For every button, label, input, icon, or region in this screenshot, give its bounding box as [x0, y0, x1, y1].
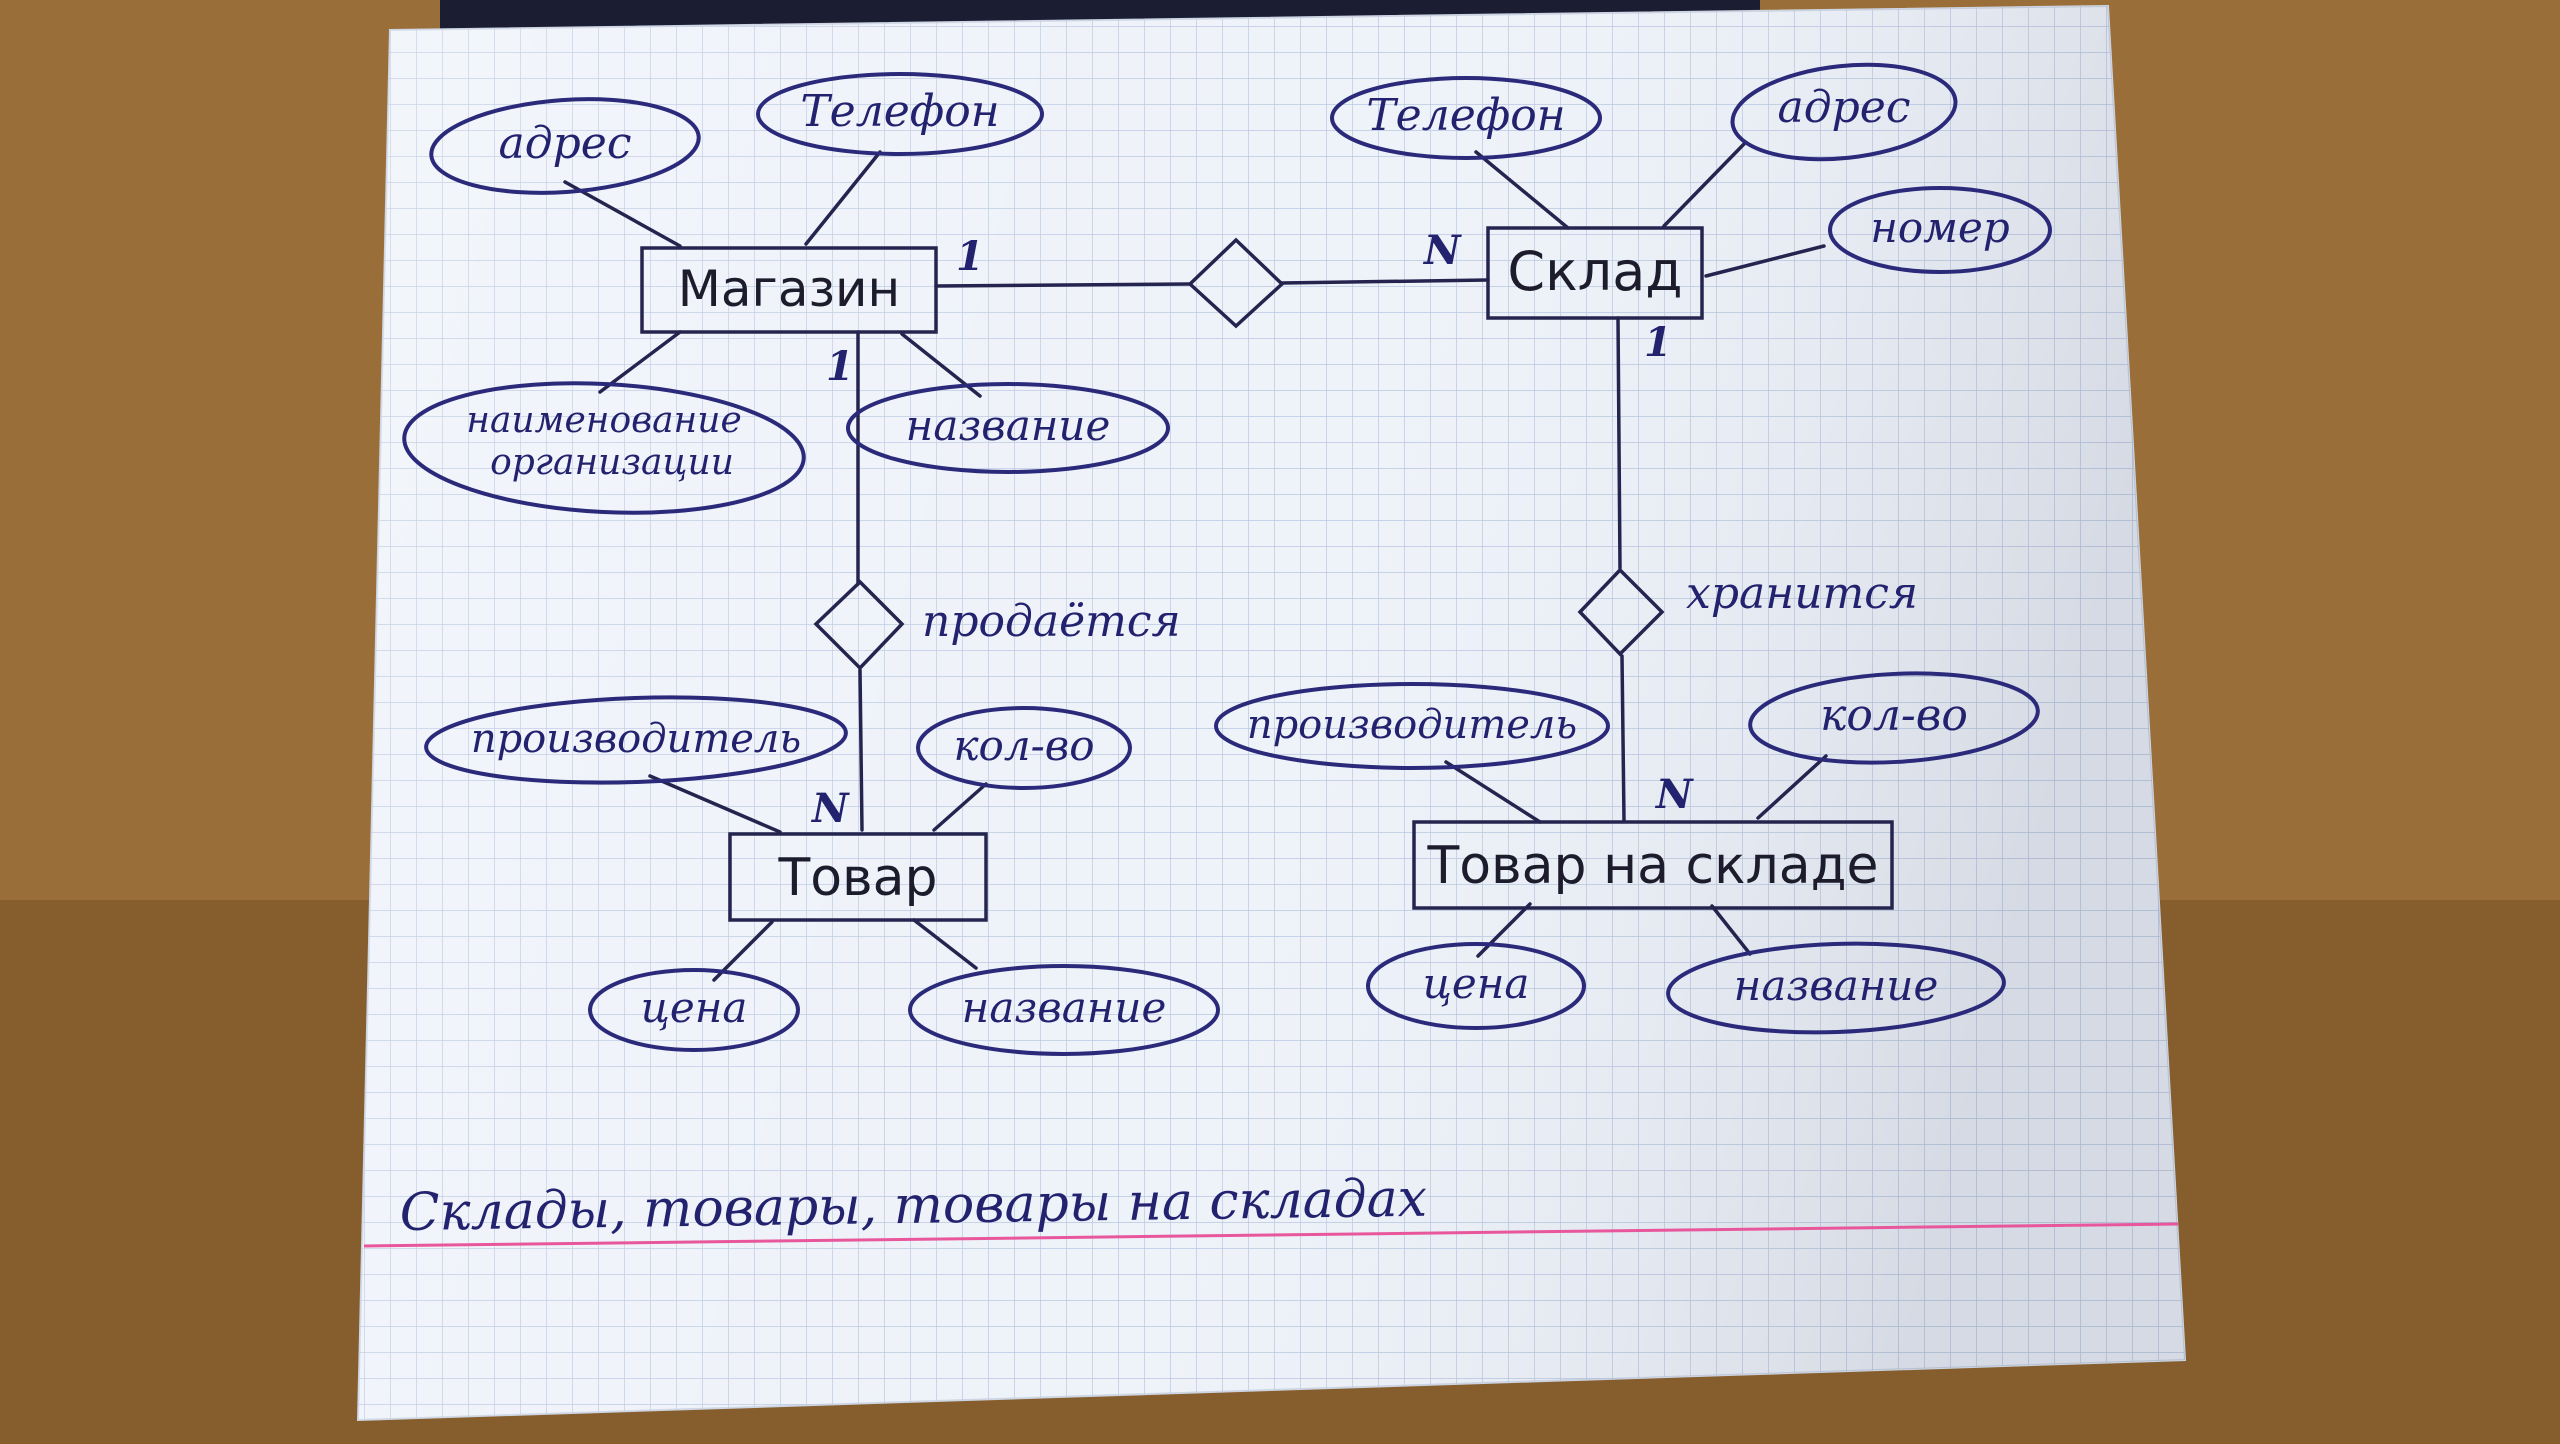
margin-line [363, 1222, 2179, 1248]
attribute-tns-nazvanie: название [1666, 941, 2006, 1035]
relationship-magazin-sklad [1187, 237, 1285, 329]
cardinality-sklad-tns-1: 1 [1644, 319, 1672, 366]
relationship-prodaetsya: продаётся [813, 579, 1181, 671]
attribute-magazin-naimenovanie-line1: наименование [466, 400, 742, 441]
entity-tovar-na-sklade-label: Товар на складе [1426, 836, 1878, 896]
cardinality-magazin-tovar-n: N [810, 785, 850, 832]
attribute-tns-nazvanie-label: название [1734, 961, 1939, 1010]
relationship-prodaetsya-label: продаётся [922, 596, 1181, 647]
attribute-tovar-kolvo-label: кол-во [953, 721, 1094, 770]
attribute-tns-cena: цена [1366, 942, 1586, 1030]
cardinalities: 1 N 1 N 1 N [810, 227, 1694, 832]
relationship-hranitsya: хранится [1577, 567, 1918, 657]
attribute-tovar-proizvoditel-label: производитель [471, 716, 801, 762]
attribute-tovar-cena: цена [588, 968, 800, 1052]
relationship-hranitsya-label: хранится [1686, 568, 1918, 619]
attribute-magazin-naimenovanie: наименование организации [402, 381, 806, 515]
attribute-tns-kolvo: кол-во [1748, 671, 2040, 765]
attribute-sklad-nomer-label: номер [1870, 203, 2010, 252]
attribute-tns-cena-label: цена [1423, 959, 1530, 1008]
entity-sklad: Склад [1486, 226, 1704, 320]
attribute-sklad-adres: адрес [1730, 62, 1958, 162]
attribute-tns-proizvoditel: производитель [1214, 682, 1610, 770]
attribute-sklad-adres-label: адрес [1778, 82, 1911, 133]
attribute-sklad-telefon-label: Телефон [1366, 90, 1565, 141]
entity-magazin: Магазин [640, 246, 938, 334]
attribute-magazin-nazvanie-label: название [906, 401, 1111, 450]
cardinality-magazin-sklad-n: N [1422, 227, 1462, 274]
attribute-magazin-adres-label: адрес [499, 118, 632, 169]
cardinality-magazin-sklad-1: 1 [956, 233, 984, 280]
attribute-magazin-adres: адрес [429, 97, 701, 195]
connection-lines [563, 142, 1828, 982]
entity-tovar-na-sklade: Товар на складе [1412, 820, 1894, 910]
attribute-tovar-proizvoditel: производитель [424, 695, 848, 785]
attribute-tns-kolvo-label: кол-во [1820, 690, 1968, 741]
paper-lighting [358, 6, 2185, 1420]
attribute-sklad-telefon: Телефон [1330, 76, 1602, 160]
attribute-magazin-telefon: Телефон [756, 72, 1044, 156]
attribute-tovar-nazvanie: название [908, 964, 1220, 1056]
attribute-tovar-nazvanie-label: название [962, 983, 1167, 1032]
cardinality-magazin-tovar-1: 1 [826, 343, 854, 390]
attribute-magazin-telefon-label: Телефон [800, 86, 999, 137]
attribute-magazin-naimenovanie-line2: организации [490, 442, 734, 483]
attribute-tns-proizvoditel-label: производитель [1247, 702, 1577, 748]
attribute-magazin-nazvanie: название [846, 382, 1170, 474]
entity-tovar: Товар [728, 832, 988, 922]
cardinality-sklad-tns-n: N [1654, 771, 1694, 818]
attribute-sklad-nomer: номер [1828, 186, 2052, 274]
entity-magazin-label: Магазин [678, 260, 900, 318]
attribute-tovar-kolvo: кол-во [916, 706, 1132, 790]
entity-sklad-label: Склад [1507, 240, 1682, 303]
entity-tovar-label: Товар [777, 848, 937, 908]
footer-note: Склады, товары, товары на складах [399, 1169, 1427, 1243]
attribute-tovar-cena-label: цена [641, 983, 748, 1032]
